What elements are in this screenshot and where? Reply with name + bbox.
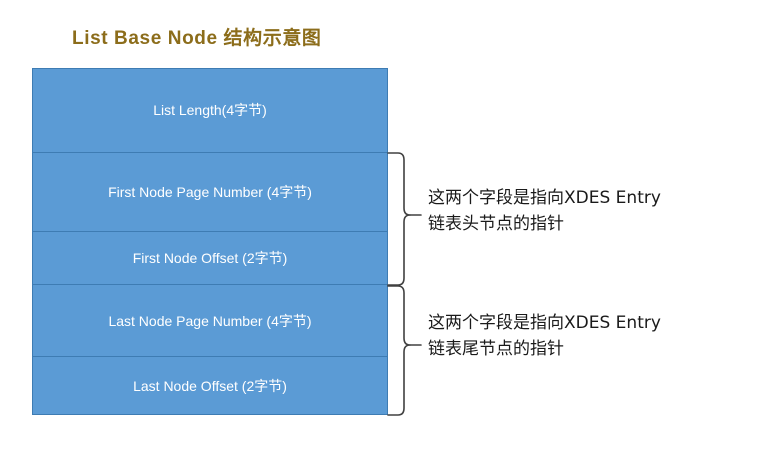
row-label: Last Node Page Number (4字节) — [108, 312, 312, 329]
row-label: First Node Offset (2字节) — [132, 249, 288, 266]
row-label: List Length(4字节) — [153, 102, 267, 119]
brace-tail-pointer — [387, 285, 422, 416]
table-row: List Length(4字节) — [33, 69, 387, 153]
annotation-line: 链表尾节点的指针 — [428, 339, 564, 359]
annotation-head-pointer: 这两个字段是指向XDES Entry 链表头节点的指针 — [428, 185, 661, 237]
annotation-line: 这两个字段是指向XDES Entry — [428, 188, 661, 208]
list-base-node-table: List Length(4字节) First Node Page Number … — [32, 68, 388, 415]
annotation-line: 链表头节点的指针 — [428, 214, 564, 234]
annotation-tail-pointer: 这两个字段是指向XDES Entry 链表尾节点的指针 — [428, 310, 661, 362]
brace-head-pointer — [387, 152, 422, 286]
table-row: Last Node Offset (2字节) — [33, 357, 387, 415]
table-row: Last Node Page Number (4字节) — [33, 284, 387, 358]
table-row: First Node Page Number (4字节) — [33, 152, 387, 233]
row-label: First Node Page Number (4字节) — [108, 183, 312, 200]
annotation-line: 这两个字段是指向XDES Entry — [428, 313, 661, 333]
table-row: First Node Offset (2字节) — [33, 232, 387, 285]
row-label: Last Node Offset (2字节) — [133, 377, 287, 394]
page-title: List Base Node 结构示意图 — [72, 28, 322, 49]
